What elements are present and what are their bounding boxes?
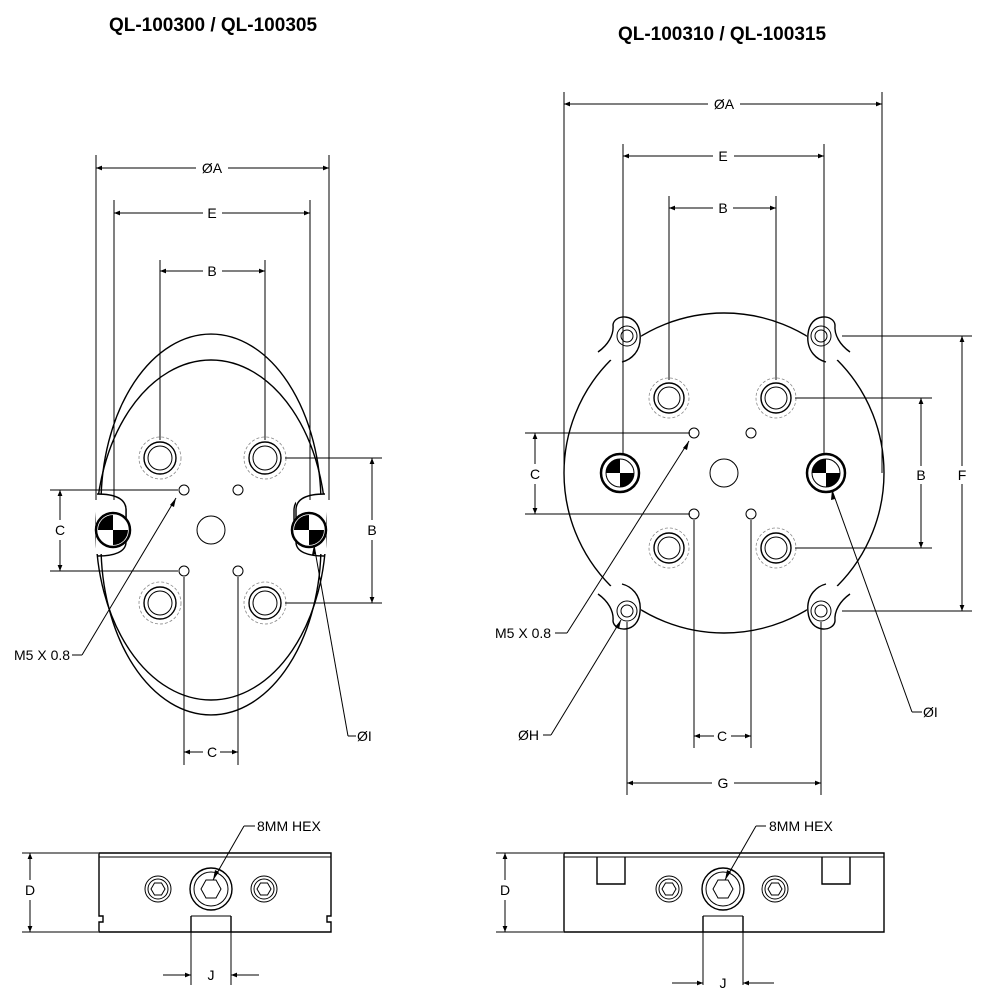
right-dim-c-h: C [717, 728, 727, 744]
right-dim-i: ØI [923, 704, 938, 720]
right-side-view: D J 8MM HEX [496, 818, 885, 991]
right-dim-e: E [718, 148, 727, 164]
left-dim-i: ØI [357, 728, 372, 744]
right-dim-g: G [718, 775, 729, 791]
right-notch-bl [597, 583, 641, 630]
right-dowel-pin-r [805, 452, 847, 494]
left-side-body [98, 852, 332, 933]
right-side-8mm-hex-socket [701, 867, 745, 917]
left-plate-outline [100, 333, 322, 716]
left-top-view: ØA E B B C C M5 X 0.8 [14, 155, 382, 765]
right-side-small-hex-r [761, 875, 789, 903]
right-notch-br [807, 583, 851, 630]
left-dim-j: J [208, 967, 215, 983]
left-dim-b-v: B [367, 522, 376, 538]
left-dim-c-h: C [207, 744, 217, 760]
left-side-small-hex-l [144, 875, 172, 903]
right-side-small-hex-l [655, 875, 683, 903]
right-side-body [563, 852, 885, 933]
left-dowel-pin-l [94, 511, 132, 549]
right-dim-h: ØH [518, 727, 539, 743]
left-center-hole [196, 515, 226, 545]
left-dim-c-v: C [55, 522, 65, 538]
right-side-notch-l [596, 857, 626, 885]
title-left: QL-100300 / QL-100305 [109, 15, 317, 36]
right-tapped-holes [688, 427, 757, 520]
right-dim-b-h: B [718, 200, 727, 216]
right-dim-j: J [720, 975, 727, 991]
right-dim-b-v: B [916, 467, 925, 483]
right-notch-holes [616, 325, 832, 622]
right-dim-d: D [500, 882, 510, 898]
right-center-hole [709, 458, 739, 488]
title-right: QL-100310 / QL-100315 [618, 24, 826, 45]
left-side-small-hex-r [250, 875, 278, 903]
right-dim-a: ØA [714, 96, 735, 112]
left-thread-callout: M5 X 0.8 [14, 647, 70, 663]
left-dim-b-h: B [207, 263, 216, 279]
left-hex-callout: 8MM HEX [257, 818, 321, 834]
left-dim-e: E [207, 205, 216, 221]
right-hex-callout: 8MM HEX [769, 818, 833, 834]
right-notch-tr [807, 316, 851, 363]
left-dowel-pin-r [290, 511, 328, 549]
right-dowel-pin-l [599, 452, 641, 494]
left-dim-a: ØA [202, 160, 223, 176]
left-cbore-holes [138, 436, 287, 625]
left-side-8mm-hex-socket [189, 867, 233, 917]
right-top-view: ØA E B B F C C [495, 92, 972, 795]
right-side-notch-r [821, 857, 851, 885]
right-dim-c-v: C [530, 466, 540, 482]
right-notch-tl [597, 316, 641, 363]
left-side-view: D J 8MM HEX [22, 818, 332, 985]
right-thread-callout: M5 X 0.8 [495, 625, 551, 641]
right-cbore-holes [648, 377, 797, 569]
left-dim-d: D [25, 882, 35, 898]
left-tapped-holes [178, 484, 244, 577]
right-dim-f: F [958, 467, 967, 483]
